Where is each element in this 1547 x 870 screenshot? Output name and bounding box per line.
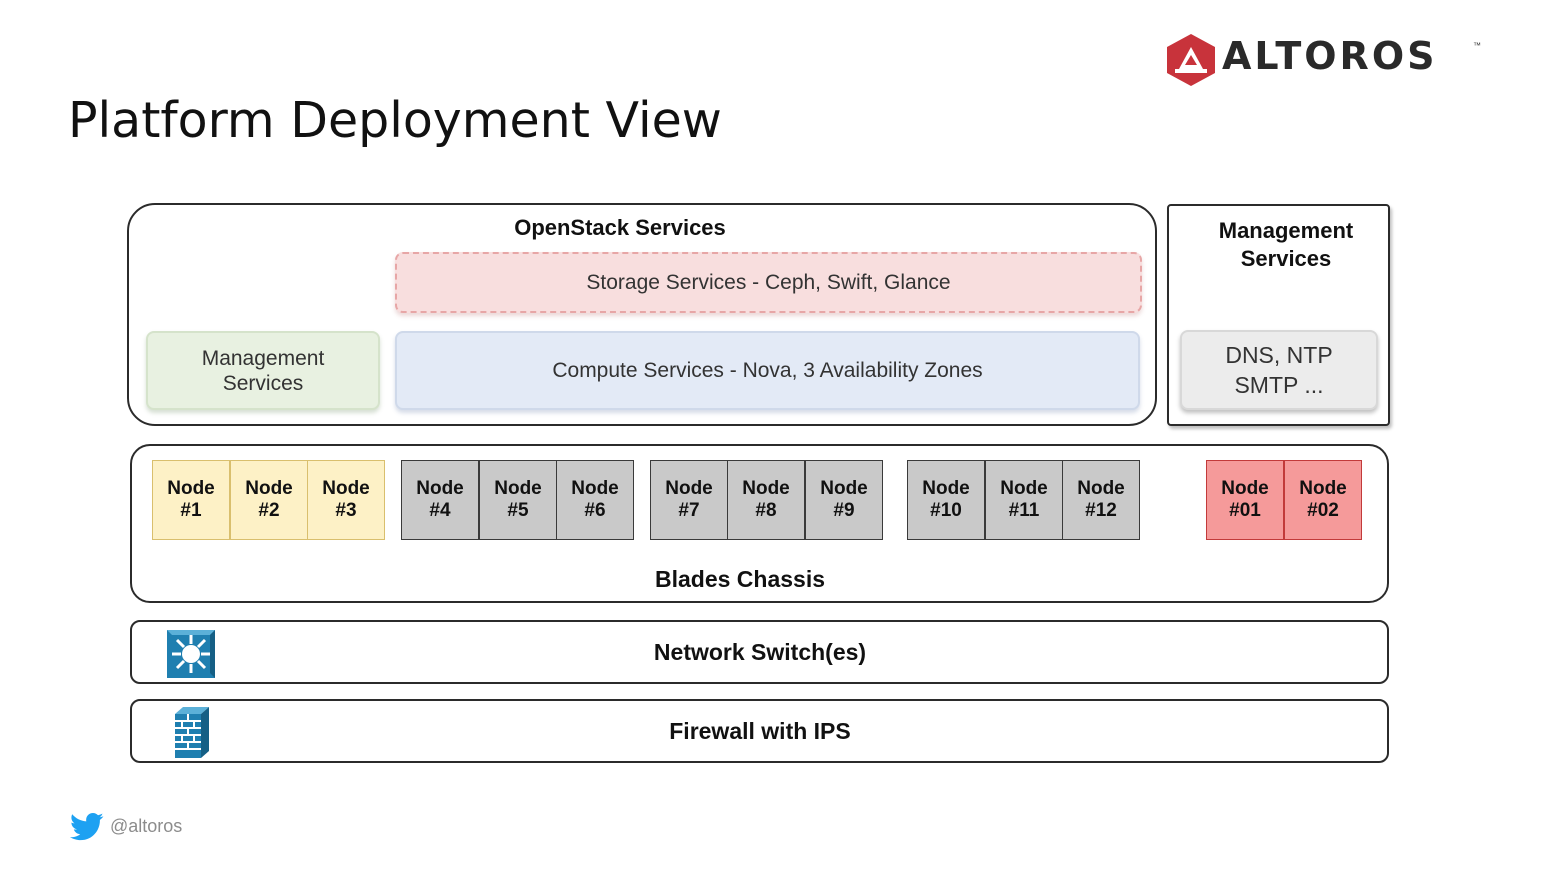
node-box: Node#10 [907, 460, 985, 540]
node-label-line2: #4 [429, 500, 451, 521]
node-label: Node#02 [1299, 478, 1347, 522]
node-label-line1: Node [1299, 478, 1347, 499]
node-label-line1: Node [665, 478, 713, 499]
node-box: Node#7 [650, 460, 728, 540]
node-label: Node#9 [820, 478, 868, 522]
node-label-line1: Node [1000, 478, 1048, 499]
twitter-icon[interactable] [70, 812, 104, 842]
brand-wordmark: ALTOROS [1222, 34, 1438, 78]
node-label-line1: Node [245, 478, 293, 499]
node-label-line2: #01 [1229, 500, 1261, 521]
node-label: Node#1 [167, 478, 215, 522]
trademark-mark: ™ [1473, 41, 1481, 50]
node-label: Node#01 [1221, 478, 1269, 522]
node-label-line1: Node [922, 478, 970, 499]
node-box: Node#01 [1206, 460, 1284, 540]
management-panel-title: Management Services [1170, 217, 1402, 273]
node-label-line1: Node [322, 478, 370, 499]
node-label-line2: #8 [755, 500, 777, 521]
firewall-bar [130, 699, 1389, 763]
node-box: Node#11 [985, 460, 1063, 540]
node-label: Node#6 [571, 478, 619, 522]
node-label-line1: Node [1077, 478, 1125, 499]
node-label-line2: #3 [335, 500, 357, 521]
node-box: Node#4 [401, 460, 479, 540]
node-label: Node#5 [494, 478, 542, 522]
node-box: Node#8 [727, 460, 805, 540]
twitter-handle[interactable]: @altoros [110, 816, 183, 836]
node-label-line2: #11 [1008, 500, 1040, 521]
node-box: Node#9 [805, 460, 883, 540]
node-box: Node#2 [230, 460, 308, 540]
management-panel-title-line1: Management [1218, 218, 1354, 243]
node-label: Node#3 [322, 478, 370, 522]
node-label-line1: Node [494, 478, 542, 499]
node-label-line2: #9 [833, 500, 855, 521]
network-switch-label: Network Switch(es) [653, 639, 867, 665]
node-label-line2: #12 [1085, 500, 1117, 521]
node-label-line1: Node [820, 478, 868, 499]
node-box: Node#02 [1284, 460, 1362, 540]
node-label: Node#7 [665, 478, 713, 522]
node-box: Node#12 [1062, 460, 1140, 540]
firewall-label: Firewall with IPS [669, 718, 851, 744]
node-label-line1: Node [416, 478, 464, 499]
network-switch-bar [130, 620, 1389, 684]
node-label-line2: #10 [930, 500, 962, 521]
altoros-logo-icon [1167, 34, 1215, 86]
node-label-line1: Node [742, 478, 790, 499]
storage-services-box: Storage Services - Ceph, Swift, Glance [395, 252, 1142, 313]
management-services-line1: Management [201, 346, 325, 370]
network-switch-icon [167, 630, 215, 678]
management-services-line2: Services [222, 371, 304, 395]
node-label-line2: #7 [678, 500, 700, 521]
node-label-line2: #5 [507, 500, 529, 521]
node-label: Node#11 [1000, 478, 1048, 522]
node-label-line2: #6 [584, 500, 606, 521]
node-box: Node#6 [556, 460, 634, 540]
node-label-line1: Node [571, 478, 619, 499]
dns-line2: SMTP ... [1234, 372, 1324, 398]
management-services-box: Management Services [146, 331, 380, 410]
node-label: Node#8 [742, 478, 790, 522]
blades-chassis-label: Blades Chassis [654, 566, 826, 592]
node-label-line1: Node [1221, 478, 1269, 499]
node-label-line2: #02 [1307, 500, 1339, 521]
dns-line1: DNS, NTP [1225, 342, 1333, 368]
node-label: Node#12 [1077, 478, 1125, 522]
node-label: Node#10 [922, 478, 970, 522]
compute-services-box: Compute Services - Nova, 3 Availability … [395, 331, 1140, 410]
page-title: Platform Deployment View [68, 92, 722, 149]
node-label: Node#4 [416, 478, 464, 522]
node-label-line1: Node [167, 478, 215, 499]
node-label-line2: #2 [258, 500, 280, 521]
node-box: Node#5 [479, 460, 557, 540]
node-box: Node#1 [152, 460, 230, 540]
node-label: Node#2 [245, 478, 293, 522]
openstack-services-title: OpenStack Services [514, 215, 726, 240]
node-label-line2: #1 [180, 500, 202, 521]
node-box: Node#3 [307, 460, 385, 540]
firewall-icon [175, 707, 209, 758]
dns-ntp-smtp-box: DNS, NTP SMTP ... [1180, 330, 1378, 410]
management-panel-title-line2: Services [1240, 246, 1332, 271]
